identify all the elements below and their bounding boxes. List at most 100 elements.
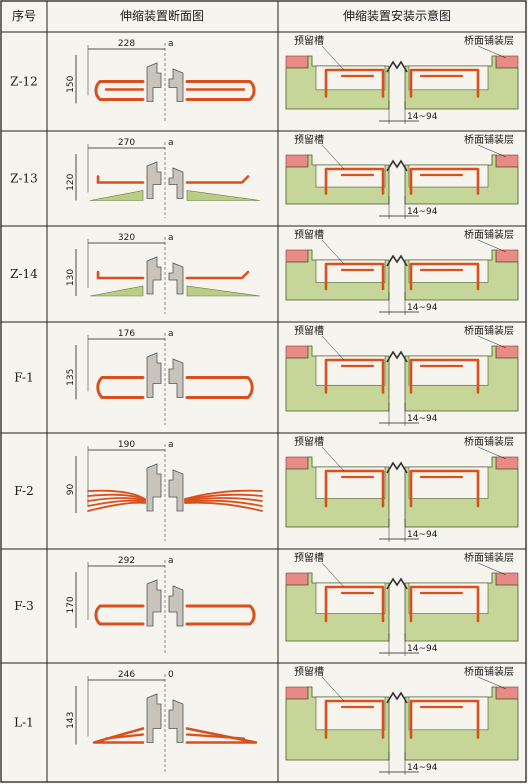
install-drawing: 预留槽桥面铺装层14~94: [285, 34, 519, 124]
steel-profile-left: [146, 693, 162, 743]
reserved-groove-label: 预留槽: [294, 228, 324, 241]
gap-label: a: [168, 138, 174, 148]
rebar: [185, 733, 246, 740]
height-dimension-label: 130: [66, 269, 76, 286]
groove-leader: [321, 144, 345, 170]
range-dimension-label: 14~94: [407, 530, 438, 540]
install-drawing: 预留槽桥面铺装层14~94: [285, 133, 519, 219]
pavement-label: 桥面铺装层: [464, 324, 514, 337]
width-dimension-label: 320: [118, 233, 135, 243]
height-dimension-label: 150: [66, 75, 76, 92]
steel-profile-right: [168, 699, 184, 743]
install-drawing: 预留槽桥面铺装层14~94: [285, 435, 519, 542]
joint-seal: [386, 350, 408, 363]
gap-label: 0: [168, 670, 174, 680]
pavement-leader: [477, 239, 507, 253]
rebar: [409, 699, 480, 739]
height-dimension-label: 170: [66, 596, 76, 613]
pavement-layer-left: [285, 456, 309, 470]
rebar: [409, 262, 480, 291]
rebar: [184, 501, 263, 512]
install-drawing: 预留槽桥面铺装层14~94: [285, 228, 519, 315]
rebar: [184, 499, 263, 507]
width-dimension-label: 228: [118, 39, 135, 49]
pavement-layer-left: [285, 686, 309, 700]
rebar: [324, 585, 385, 623]
rebar: [87, 493, 146, 501]
pavement-label: 桥面铺装层: [464, 665, 514, 678]
pavement-layer-right: [495, 686, 519, 700]
rebar: [96, 376, 145, 399]
pavement-layer-right: [495, 572, 519, 586]
rebar: [87, 499, 146, 507]
row-index-label: F-1: [14, 371, 33, 385]
rebar: [185, 604, 256, 626]
pavement-leader: [477, 676, 507, 690]
steel-profile-left: [146, 463, 162, 512]
gap-label: a: [168, 233, 174, 243]
rebar: [409, 68, 480, 98]
pavement-layer-left: [285, 249, 309, 263]
width-dimension-label: 292: [118, 556, 135, 566]
range-dimension-label: 14~94: [407, 207, 438, 217]
rebar: [185, 376, 254, 399]
height-dimension-label: 90: [66, 484, 76, 496]
rebar: [184, 489, 263, 500]
height-dimension-label: 135: [66, 369, 76, 386]
pavement-layer-right: [495, 249, 519, 263]
joint-seal: [386, 254, 408, 267]
width-dimension-label: 176: [118, 329, 135, 339]
reserved-groove-left: [315, 259, 386, 283]
header-install-drawing: 伸缩装置安装示意图: [343, 8, 451, 23]
rebar: [185, 727, 258, 744]
pavement-layer-right: [495, 154, 519, 168]
range-dimension-label: 14~94: [407, 763, 438, 773]
pavement-layer-left: [285, 55, 309, 69]
concrete-wedge-left: [89, 190, 144, 201]
pavement-layer-right: [495, 55, 519, 69]
range-dimension-label: 14~94: [407, 414, 438, 424]
rebar: [94, 80, 145, 101]
rebar: [185, 175, 250, 184]
pavement-label: 桥面铺装层: [464, 551, 514, 564]
pavement-layer-left: [285, 572, 309, 586]
steel-profile-left: [146, 256, 162, 295]
pavement-leader: [477, 45, 507, 59]
row-index-label: F-3: [14, 599, 33, 613]
row-index-label: L-1: [14, 716, 34, 730]
steel-profile-right: [168, 68, 184, 102]
steel-profile-right: [168, 469, 184, 512]
rebar: [185, 270, 250, 280]
rebar: [92, 727, 145, 744]
rebar: [324, 469, 385, 508]
steel-profile-left: [146, 62, 162, 102]
install-drawing: 预留槽桥面铺装层14~94: [285, 324, 519, 426]
groove-leader: [321, 45, 345, 71]
rebar: [96, 175, 145, 184]
install-drawing: 预留槽桥面铺装层14~94: [285, 551, 519, 656]
rebar: [324, 262, 385, 291]
joint-seal: [386, 577, 408, 590]
section-drawing: 320 a 130: [66, 233, 261, 314]
pavement-layer-right: [495, 456, 519, 470]
rebar: [87, 489, 146, 500]
rebar: [87, 501, 146, 512]
concrete-wedge-right: [186, 285, 261, 297]
width-dimension-label: 190: [118, 440, 135, 450]
rebar: [324, 167, 385, 195]
row-index-label: F-2: [14, 484, 33, 498]
header-section-drawing: 伸缩装置断面图: [120, 8, 204, 23]
pavement-label: 桥面铺装层: [464, 435, 514, 448]
steel-profile-right: [168, 262, 184, 295]
